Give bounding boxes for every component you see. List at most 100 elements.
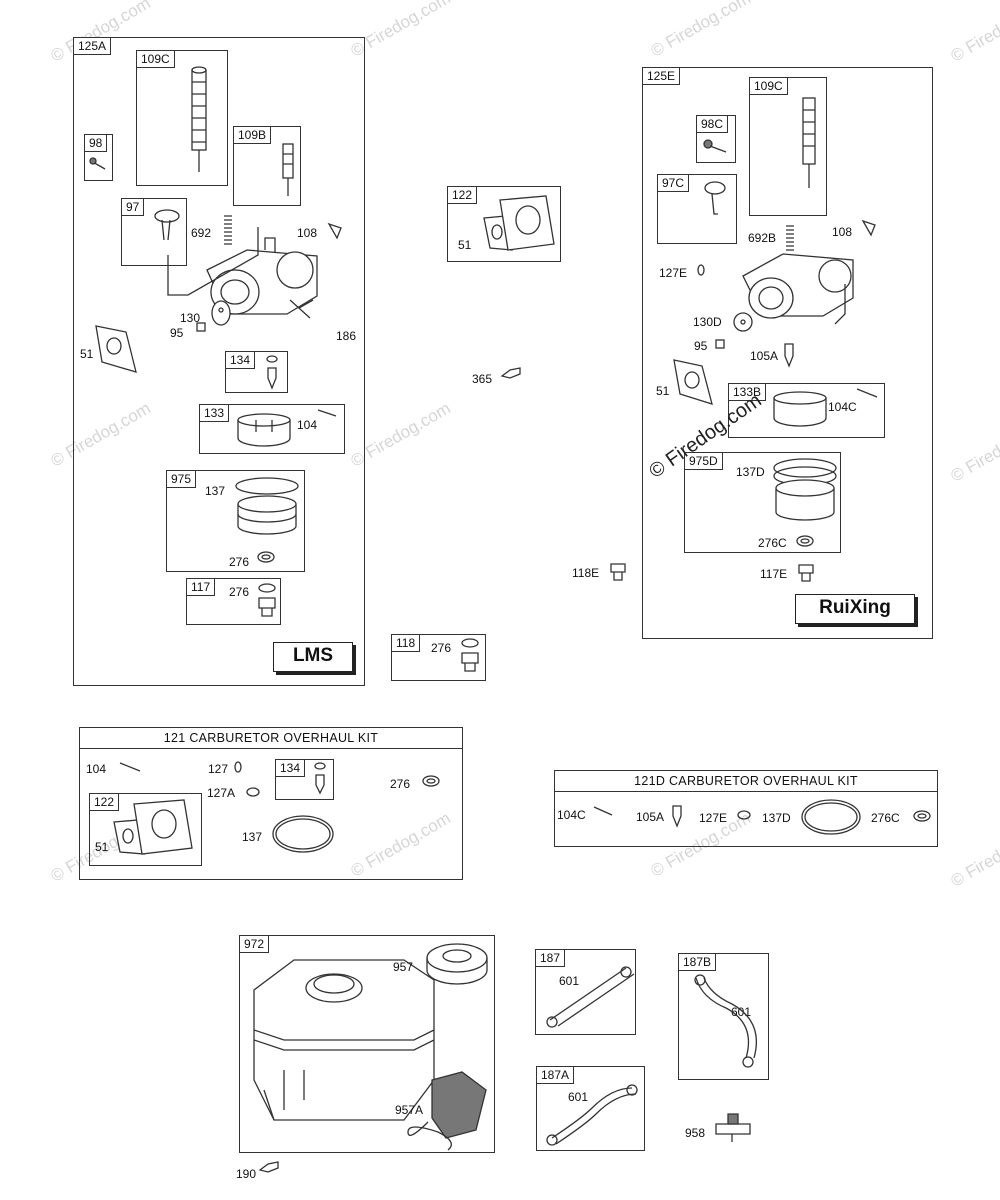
tag-98: 98 — [84, 134, 108, 152]
tag-187A: 187A — [536, 1066, 575, 1084]
tag-187: 187 — [535, 949, 566, 967]
part-label: 276 — [431, 641, 452, 655]
part-label: 601 — [568, 1090, 589, 1104]
seal-icon — [327, 222, 342, 240]
kit-title: 121D CARBURETOR OVERHAUL KIT — [555, 771, 937, 792]
tag-134-kit: 134 — [275, 759, 306, 777]
part-label: 104 — [86, 762, 107, 776]
part-label: 276 — [390, 777, 411, 791]
group-975D[interactable] — [684, 452, 841, 553]
seal-icon — [861, 219, 876, 237]
part-label: 104 — [297, 418, 318, 432]
watermark: © Firedog.com — [947, 818, 1000, 891]
vented-cap-icon — [407, 1071, 487, 1151]
needle-valve-icon — [784, 343, 794, 368]
carburetor-icon — [206, 237, 318, 319]
float-bowl-icon — [773, 458, 837, 521]
group-118[interactable] — [391, 634, 486, 681]
part-label: 51 — [656, 384, 670, 398]
tag-117: 117 — [186, 578, 216, 596]
group-122-kit[interactable] — [89, 793, 202, 866]
group-109C-b[interactable] — [749, 77, 827, 216]
brand-lms: LMS — [273, 642, 353, 672]
pin-icon — [317, 409, 337, 417]
part-label: 957A — [395, 1103, 424, 1117]
group-109C[interactable] — [136, 50, 228, 186]
group-133[interactable] — [199, 404, 345, 454]
plug-icon — [234, 761, 242, 773]
part-label: 51 — [95, 840, 109, 854]
tag-125A: 125A — [73, 37, 112, 55]
float-bowl-gasket-icon — [211, 300, 231, 326]
needle-valve-icon — [266, 355, 278, 390]
screw-icon — [196, 322, 206, 332]
tag-109C: 109C — [136, 50, 175, 68]
part-label: 601 — [559, 974, 580, 988]
needle-valve-icon — [672, 805, 682, 828]
fuel-shutoff-valve-icon — [715, 1113, 751, 1142]
fuel-line-icon — [546, 966, 635, 1028]
part-label: 95 — [170, 326, 184, 340]
part-label: 692B — [748, 231, 777, 245]
bowl-nut-icon — [258, 583, 276, 617]
part-label: 127E — [699, 811, 728, 825]
tag-134: 134 — [225, 351, 256, 369]
tag-97C: 97C — [657, 174, 690, 192]
group-972[interactable] — [239, 935, 495, 1153]
part-label: 130D — [693, 315, 722, 329]
part-label: 51 — [458, 238, 472, 252]
kit-title: 121 CARBURETOR OVERHAUL KIT — [80, 728, 462, 749]
part-label: 105A — [750, 349, 779, 363]
tag-972: 972 — [239, 935, 270, 953]
part-label: 276C — [758, 536, 787, 550]
group-133B[interactable] — [728, 383, 885, 438]
part-label: 186 — [336, 329, 357, 343]
tag-122: 122 — [447, 186, 478, 204]
group-117[interactable] — [186, 578, 281, 625]
part-label: 51 — [80, 347, 94, 361]
pin-icon — [856, 388, 878, 398]
float-icon — [773, 391, 827, 427]
watermark: © Firedog.com — [947, 0, 1000, 66]
washer-icon — [257, 551, 275, 563]
group-97[interactable] — [121, 198, 187, 266]
part-label: 137 — [205, 484, 226, 498]
fuel-cap-icon — [426, 943, 488, 985]
float-bowl-gasket-icon — [733, 312, 753, 332]
screw-icon — [89, 157, 106, 170]
tag-109B: 109B — [233, 126, 272, 144]
spring-icon — [224, 215, 232, 245]
group-187A[interactable] — [536, 1066, 645, 1151]
part-label: 957 — [393, 960, 414, 974]
tag-133B: 133B — [728, 383, 767, 401]
group-125A[interactable] — [73, 37, 365, 686]
part-label: 118E — [572, 566, 600, 580]
part-label: 104C — [828, 400, 857, 414]
plug-icon — [697, 264, 705, 276]
tag-97: 97 — [121, 198, 145, 216]
float-icon — [704, 181, 726, 215]
group-122[interactable] — [447, 186, 561, 262]
part-label: 108 — [832, 225, 853, 239]
kit-121D[interactable]: 121D CARBURETOR OVERHAUL KIT — [554, 770, 938, 847]
spacer-gasket-icon — [113, 799, 193, 855]
o-ring-icon — [801, 799, 861, 835]
spacer-gasket-icon — [483, 195, 555, 251]
plug-icon — [737, 810, 751, 820]
group-187[interactable] — [535, 949, 636, 1035]
part-label: 958 — [685, 1126, 706, 1140]
part-label: 137D — [736, 465, 765, 479]
group-187B[interactable] — [678, 953, 769, 1080]
group-134[interactable] — [225, 351, 288, 393]
group-975[interactable] — [166, 470, 305, 572]
watermark: © Firedog.com — [647, 0, 754, 61]
group-97C[interactable] — [657, 174, 737, 244]
bowl-nut-icon — [798, 564, 814, 582]
group-125E[interactable] — [642, 67, 933, 639]
fitting-icon — [500, 367, 521, 379]
screw-icon — [715, 339, 725, 349]
watermark: © Firedog.com — [947, 413, 1000, 486]
kit-121[interactable]: 121 CARBURETOR OVERHAUL KIT — [79, 727, 463, 880]
spring-icon — [786, 225, 794, 251]
tag-133: 133 — [199, 404, 230, 422]
